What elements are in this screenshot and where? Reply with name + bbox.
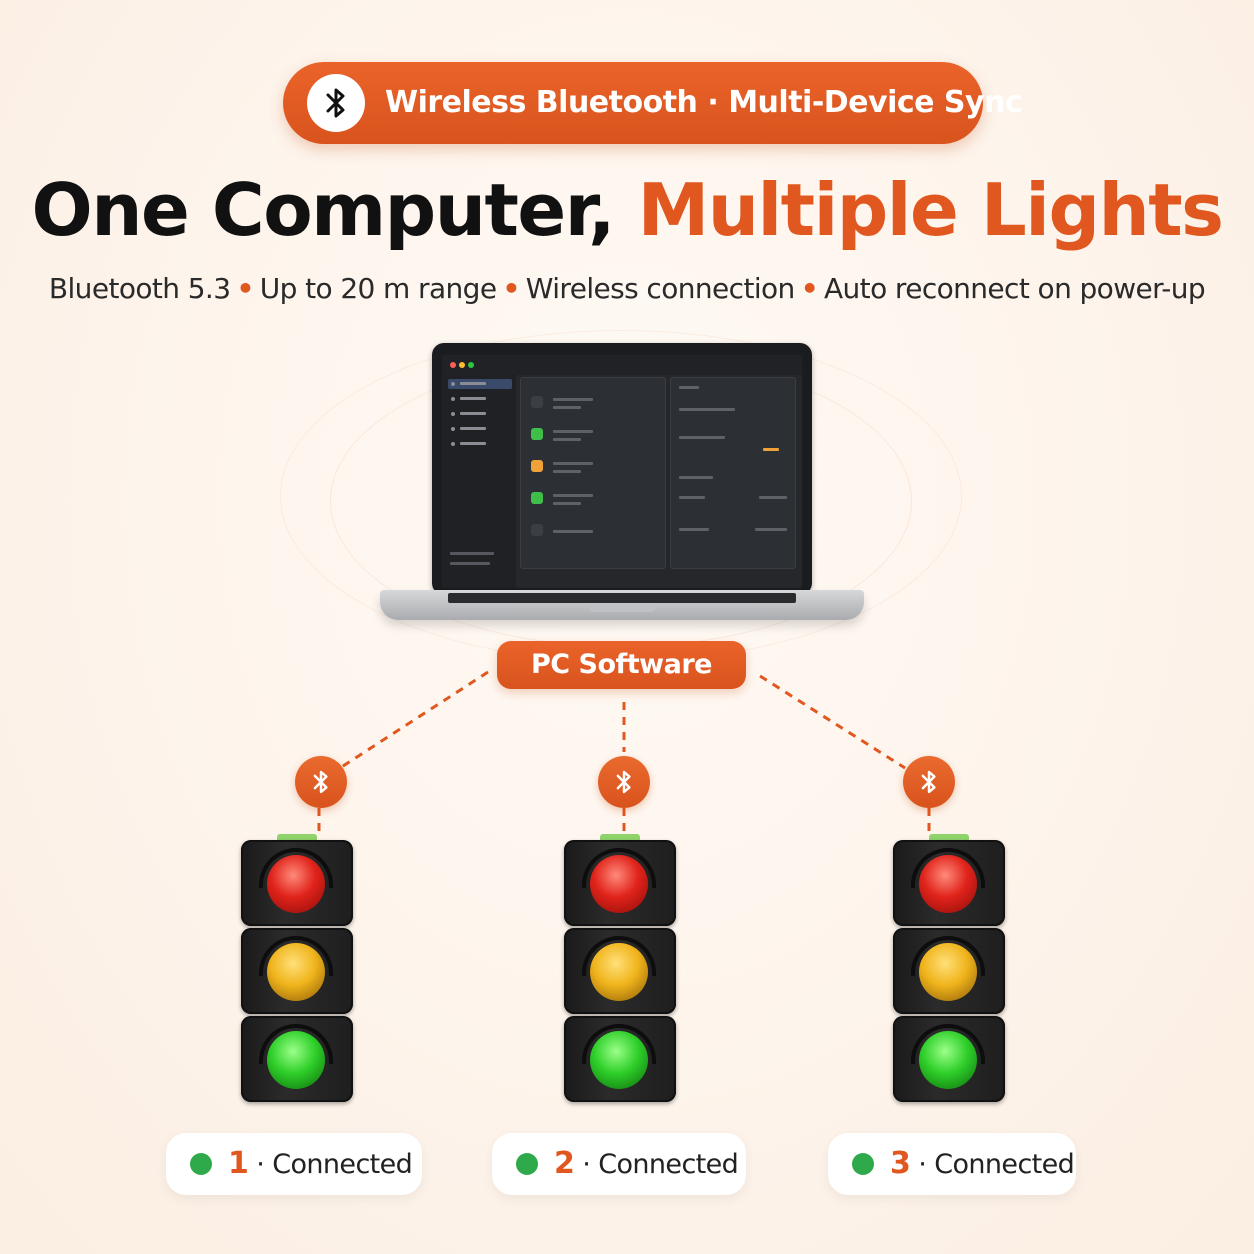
device-row-line: [553, 438, 581, 441]
laptop-screen: [442, 355, 802, 588]
power-cap: [277, 834, 317, 842]
green-lamp: [919, 1031, 977, 1089]
device-status-square: [531, 428, 543, 440]
headline-part1: One Computer,: [31, 168, 638, 252]
power-cap: [929, 834, 969, 842]
device-status-square: [531, 396, 543, 408]
feature-badge: Wireless Bluetooth · Multi-Device Sync: [283, 62, 1023, 144]
minimize-dot: [459, 362, 465, 368]
connected-dot: [516, 1153, 538, 1175]
yellow-segment: [241, 928, 353, 1014]
device-detail-panel: [670, 377, 796, 569]
connected-dot: [190, 1153, 212, 1175]
bluetooth-icon: [903, 756, 955, 808]
connector-line-1: [339, 670, 489, 770]
device-status-label: Connected: [598, 1149, 739, 1180]
laptop-keyboard: [448, 593, 796, 603]
device-status-label: Connected: [934, 1149, 1075, 1180]
detail-line: [679, 386, 699, 389]
device-row-line: [553, 502, 581, 505]
close-dot: [450, 362, 456, 368]
detail-line: [755, 528, 787, 531]
device-number: 2: [554, 1146, 575, 1181]
device-status-square: [531, 524, 543, 536]
headline-part2: Multiple Lights: [637, 168, 1224, 252]
traffic-light-1: [241, 834, 353, 1106]
yellow-segment: [893, 928, 1005, 1014]
yellow-lamp: [267, 943, 325, 1001]
bluetooth-icon: [295, 756, 347, 808]
green-lamp: [590, 1031, 648, 1089]
spec-bluetooth-version: Bluetooth 5.3: [48, 272, 231, 305]
separator-dot: •: [800, 272, 819, 305]
device-status-square: [531, 460, 543, 472]
badge-label: Wireless Bluetooth · Multi-Device Sync: [385, 85, 1023, 120]
device-row-line: [553, 398, 593, 401]
red-segment: [893, 840, 1005, 926]
detail-accent-line: [763, 448, 779, 451]
maximize-dot: [468, 362, 474, 368]
bluetooth-icon: [307, 74, 365, 132]
device-row-line: [553, 530, 593, 533]
yellow-lamp: [590, 943, 648, 1001]
device-status-1: 1 · Connected: [166, 1133, 422, 1195]
sidebar-item: [448, 379, 512, 389]
device-status-2: 2 · Connected: [492, 1133, 746, 1195]
detail-line: [759, 496, 787, 499]
power-cap: [600, 834, 640, 842]
traffic-light-3: [893, 834, 1005, 1106]
sidebar-item: [448, 424, 512, 434]
spec-line: Bluetooth 5.3•Up to 20 m range•Wireless …: [0, 272, 1254, 305]
connector-line-3: [759, 674, 906, 770]
green-segment: [564, 1016, 676, 1102]
device-row-line: [553, 470, 581, 473]
device-status-square: [531, 492, 543, 504]
sidebar-footer-line: [450, 562, 490, 565]
page-title: One Computer, Multiple Lights: [0, 168, 1254, 252]
yellow-lamp: [919, 943, 977, 1001]
device-number: 1: [228, 1146, 249, 1181]
yellow-segment: [564, 928, 676, 1014]
detail-line: [679, 496, 705, 499]
red-lamp: [267, 855, 325, 913]
device-row-line: [553, 494, 593, 497]
sidebar-footer-line: [450, 552, 494, 555]
sidebar-item: [448, 394, 512, 404]
detail-line: [679, 408, 735, 411]
app-sidebar: [442, 375, 516, 588]
red-segment: [241, 840, 353, 926]
spec-auto-reconnect: Auto reconnect on power-up: [823, 272, 1206, 305]
device-row-line: [553, 430, 593, 433]
bluetooth-icon: [598, 756, 650, 808]
laptop-trackpad-notch: [588, 604, 656, 612]
device-list-panel: [520, 377, 666, 569]
connected-dot: [852, 1153, 874, 1175]
device-row-line: [553, 462, 593, 465]
green-lamp: [267, 1031, 325, 1089]
separator-dot: •: [236, 272, 254, 305]
app-titlebar: [442, 355, 802, 375]
device-number: 3: [890, 1146, 911, 1181]
red-segment: [564, 840, 676, 926]
separator-dot: •: [502, 272, 520, 305]
spec-range: Up to 20 m range: [259, 272, 497, 305]
detail-line: [679, 436, 725, 439]
sidebar-item: [448, 439, 512, 449]
device-status-3: 3 · Connected: [828, 1133, 1076, 1195]
device-row-line: [553, 406, 581, 409]
pc-software-hub: PC Software: [497, 641, 746, 689]
green-segment: [893, 1016, 1005, 1102]
device-status-label: Connected: [272, 1149, 413, 1180]
sidebar-item: [448, 409, 512, 419]
detail-line: [679, 528, 709, 531]
green-segment: [241, 1016, 353, 1102]
red-lamp: [590, 855, 648, 913]
spec-wireless: Wireless connection: [525, 272, 796, 305]
red-lamp: [919, 855, 977, 913]
detail-line: [679, 476, 713, 479]
traffic-light-2: [564, 834, 676, 1106]
